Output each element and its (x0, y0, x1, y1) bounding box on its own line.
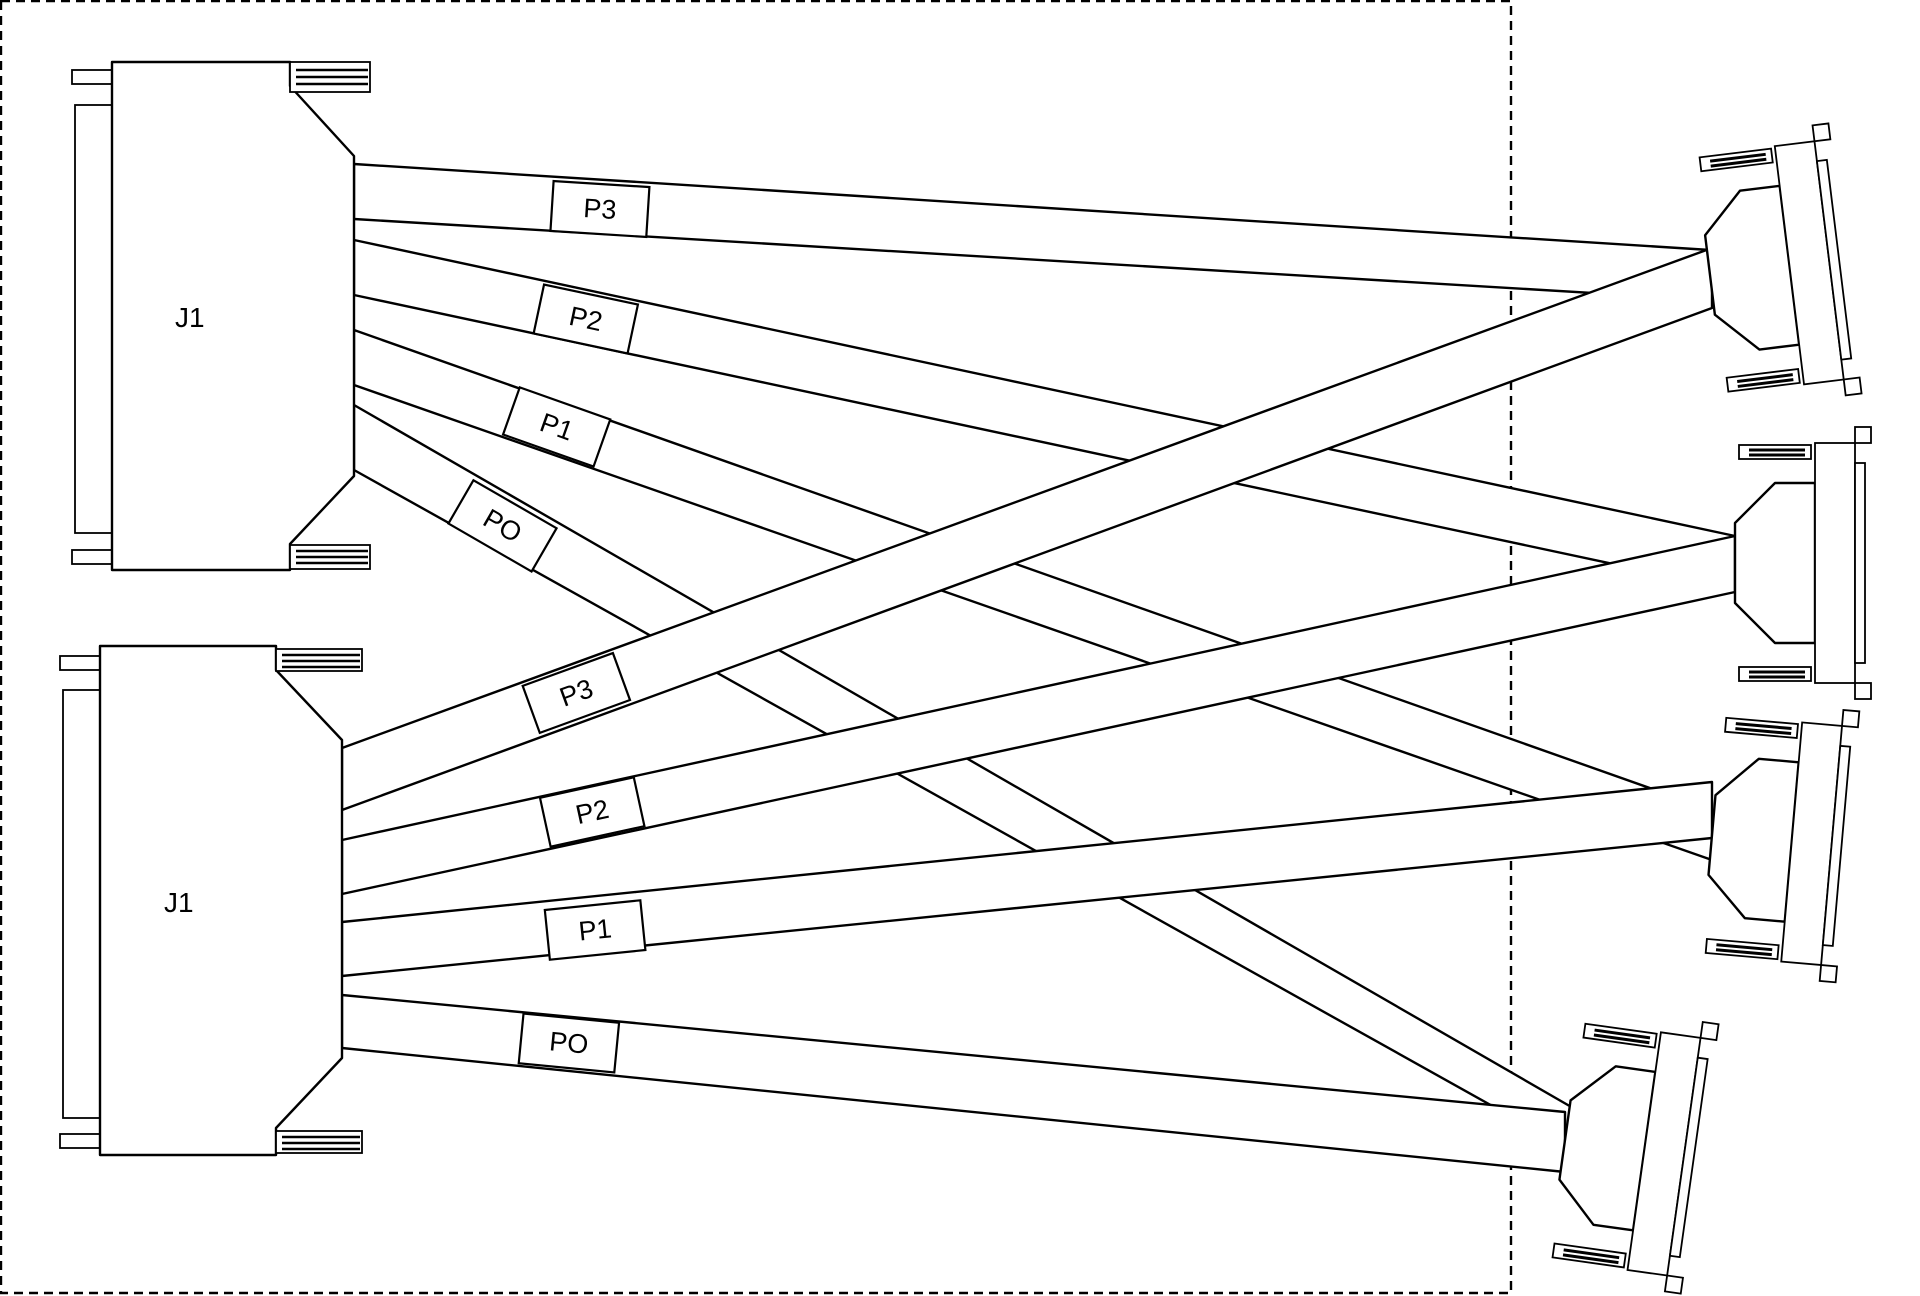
connector-j1-bottom: J1 (59, 644, 363, 1157)
tag-top-p1: P1 (501, 385, 612, 468)
tag-bottom-p2: P2 (538, 776, 646, 848)
tag-bottom-po: PO (517, 1012, 621, 1074)
svg-text:P2: P2 (567, 301, 606, 337)
connector-label: J1 (175, 302, 205, 333)
tag-top-p2: P2 (532, 283, 640, 355)
connector-j1-top: J1 (71, 60, 371, 572)
tag-bottom-p3: P3 (521, 651, 632, 735)
svg-text:PO: PO (548, 1026, 590, 1060)
connector-label: J1 (164, 887, 194, 918)
svg-text:P1: P1 (577, 913, 613, 946)
connector-right-4 (1544, 1003, 1721, 1296)
tag-top-p3: P3 (549, 179, 651, 239)
connector-right-1 (1691, 121, 1864, 412)
tag-bottom-p1: P1 (543, 899, 647, 961)
connector-right-2 (1733, 425, 1873, 701)
tag-top-po: PO (446, 478, 559, 574)
connector-right-3 (1698, 698, 1861, 984)
enclosure-boundary (0, 0, 1513, 1295)
svg-text:P2: P2 (573, 794, 612, 830)
svg-text:P3: P3 (583, 193, 618, 225)
